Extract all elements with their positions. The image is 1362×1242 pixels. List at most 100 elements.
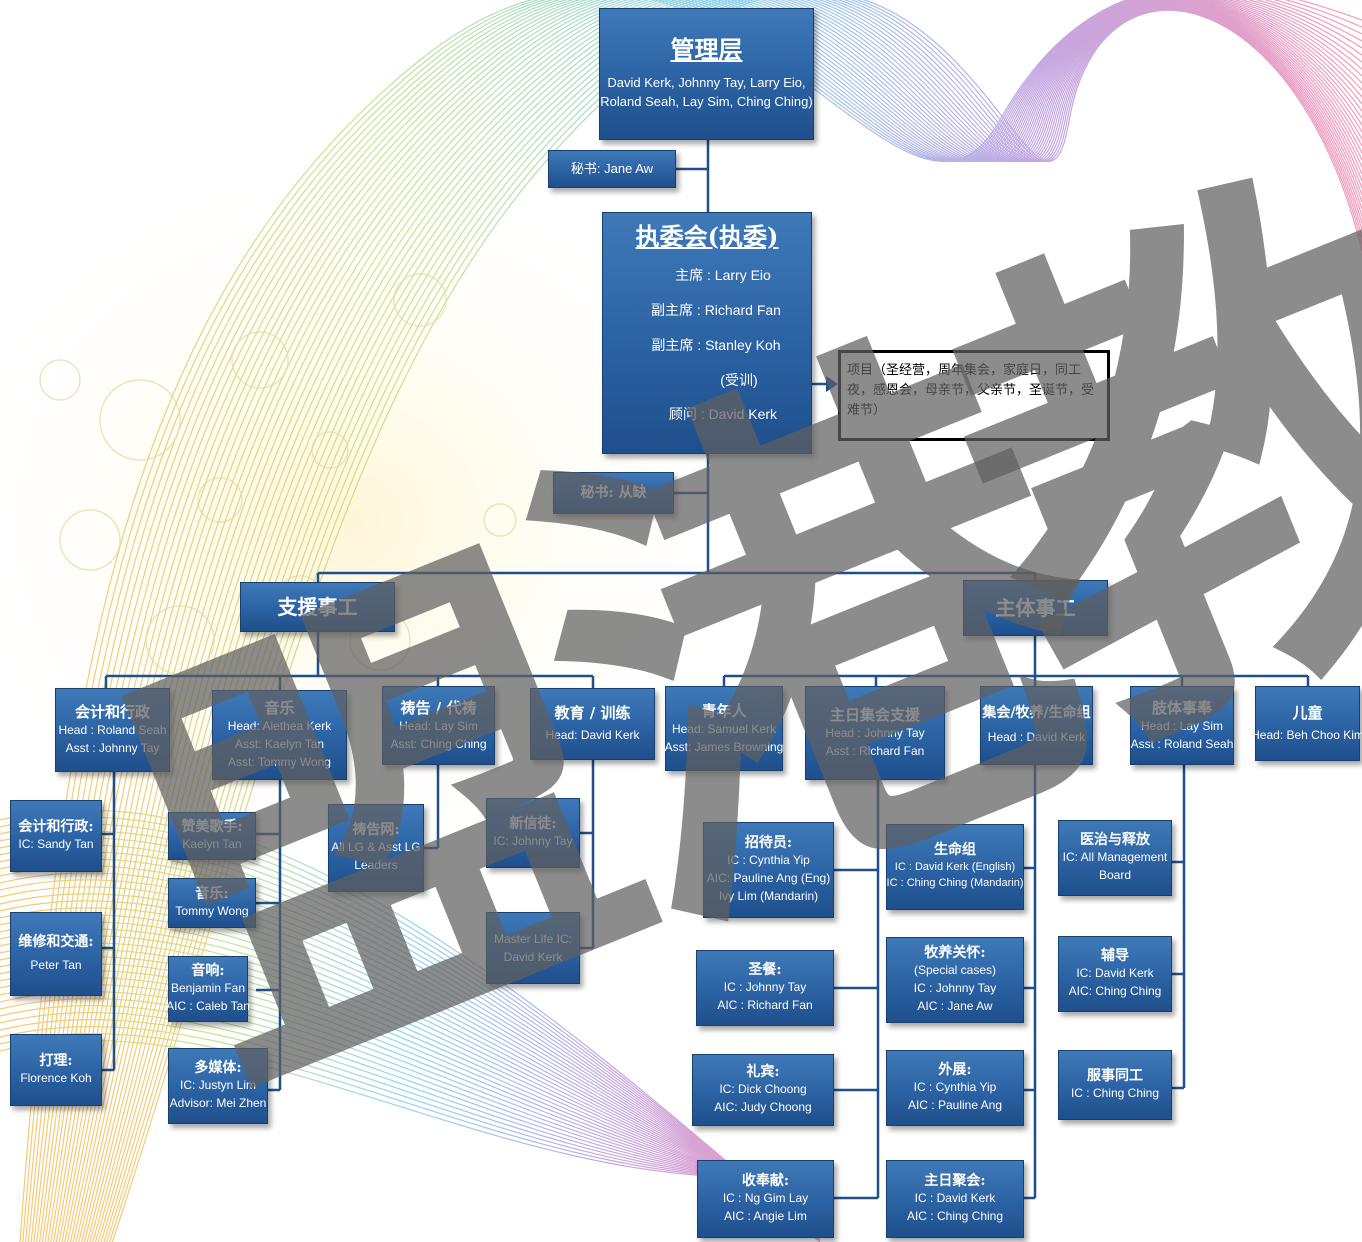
dept-line: Head: Beh Choo Kim xyxy=(1251,727,1362,742)
sub-title: 牧养关怀: xyxy=(924,944,986,961)
connector-edu-subs xyxy=(580,760,595,950)
dept-line: Asst: Kaelyn Tan xyxy=(234,737,325,751)
dept-youth[interactable]: 青年人 Head: Samuel Kerk Asst: James Browni… xyxy=(665,686,783,771)
sub-maintenance-transport[interactable]: 维修和交通: Peter Tan xyxy=(10,912,102,996)
sub-line: Ivy Lim (Mandarin) xyxy=(718,889,819,904)
dept-line: Head: Samuel Kerk xyxy=(671,721,777,736)
sub-prayer-network[interactable]: 祷告网: All LG & Asst LG Leaders xyxy=(328,804,424,892)
sub-line: Kaelyn Tan xyxy=(182,837,242,852)
sub-title: 音响: xyxy=(191,962,225,979)
dept-accounting-admin[interactable]: 会计和行政 Head : Roland Seah Asst : Johnny T… xyxy=(55,688,170,772)
dept-education[interactable]: 教育 / 训练 Head: David Kerk xyxy=(530,688,655,760)
dept-title: 集会/牧养/生命组 xyxy=(982,705,1091,722)
decorative-bubble xyxy=(39,359,81,401)
decorative-wave-line xyxy=(0,991,821,1188)
management-box[interactable]: 管理层 David Kerk, Johnny Tay, Larry Eio, R… xyxy=(599,8,814,140)
connector-music-subs xyxy=(256,780,282,1092)
sub-line: IC: Justyn Lim xyxy=(179,1078,257,1093)
decorative-wave-line xyxy=(0,844,821,1232)
support-ministry-box[interactable]: 支援事工 xyxy=(240,582,395,632)
arrow-head-icon xyxy=(826,376,838,392)
sub-ushers[interactable]: 招待员: IC : Cynthia Yip AIC: Pauline Ang (… xyxy=(703,822,834,918)
sub-line: IC : David Kerk xyxy=(914,1191,996,1206)
sub-new-believers[interactable]: 新信徒: IC: Johnny Tay xyxy=(486,798,580,868)
dept-sunday-support[interactable]: 主日集会支援 Head : Johnny Tay Asst : Richard … xyxy=(805,686,945,780)
secretary-exco-box[interactable]: 秘书: 从缺 xyxy=(553,472,674,514)
sub-title: 医治与释放 xyxy=(1080,831,1150,848)
sub-accounting-admin[interactable]: 会计和行政: IC: Sandy Tan xyxy=(10,800,102,872)
decorative-wave-line xyxy=(0,935,821,1205)
decorative-bubble xyxy=(197,477,243,523)
sub-sound[interactable]: 音响: Benjamin Fan AIC : Caleb Tan xyxy=(166,956,250,1022)
sub-sunday-gathering[interactable]: 主日聚会: IC : David Kerk AIC : Ching Ching xyxy=(886,1160,1024,1238)
sub-music[interactable]: 音乐: Tommy Wong xyxy=(168,878,256,928)
sub-title: 服事同工 xyxy=(1087,1067,1143,1084)
sub-healing-deliverance[interactable]: 医治与释放 IC: All Management Board xyxy=(1058,820,1172,896)
decorative-wave-line xyxy=(0,1026,821,1179)
sub-communion[interactable]: 圣餐: IC : Johnny Tay AIC : Richard Fan xyxy=(696,950,834,1026)
sub-line: Florence Koh xyxy=(20,1071,92,1086)
sub-pastoral-care[interactable]: 牧养关怀: (Special cases) IC : Johnny Tay AI… xyxy=(886,937,1024,1023)
sub-multimedia[interactable]: 多媒体: IC: Justyn Lim Advisor: Mei Zhen xyxy=(168,1048,268,1124)
secretary-management-label: 秘书: Jane Aw xyxy=(570,161,654,177)
decorative-wave-line xyxy=(0,956,821,1199)
sub-praise-singers[interactable]: 赞美歌手: Kaelyn Tan xyxy=(168,812,256,860)
exco-title: 执委会(执委) xyxy=(635,222,779,251)
decorative-wave-line xyxy=(0,1040,821,1178)
exco-row: 顾问 : David Kerk xyxy=(668,405,778,423)
decorative-wave-line xyxy=(0,872,821,1224)
main-ministry-title: 主体事工 xyxy=(995,596,1076,620)
sub-line: IC: Johnny Tay xyxy=(493,834,573,849)
connector-support-bus xyxy=(104,632,595,690)
dept-cell-group[interactable]: 集会/牧养/生命组 Head : David Kerk xyxy=(980,686,1093,765)
dept-title: 会计和行政 xyxy=(74,703,150,721)
dept-line: Asst : Richard Fan xyxy=(825,744,925,758)
sub-counselling[interactable]: 辅导 IC: David Kerk AIC: Ching Ching xyxy=(1058,936,1172,1012)
sub-line: David Kerk xyxy=(503,950,563,964)
decorative-wave-line xyxy=(0,1033,821,1179)
decorative-wave-line xyxy=(0,928,821,1207)
sub-hospitality[interactable]: 礼宾: IC: Dick Choong AIC: Judy Choong xyxy=(692,1054,834,1126)
sub-life-group[interactable]: 生命组 IC : David Kerk (English) IC : Ching… xyxy=(886,824,1024,910)
dept-member-service[interactable]: 肢体事奉 Head : Lay Sim Asst : Roland Seah xyxy=(1130,686,1234,765)
sub-title: 音乐: xyxy=(195,885,229,902)
sub-line: Advisor: Mei Zhen xyxy=(169,1096,267,1111)
dept-line: Head : Lay Sim xyxy=(1140,718,1224,733)
sub-title: 圣餐: xyxy=(748,961,782,978)
sub-line: IC : Ching Ching (Mandarin) xyxy=(886,877,1024,890)
sub-line: IC : Johnny Tay xyxy=(723,980,807,995)
decorative-bubble xyxy=(393,273,447,327)
decorative-wave-line xyxy=(0,865,821,1226)
sub-line: AIC: Pauline Ang (Eng) xyxy=(706,871,831,886)
sub-housekeeping[interactable]: 打理: Florence Koh xyxy=(10,1034,102,1106)
main-ministry-box[interactable]: 主体事工 xyxy=(963,580,1108,636)
secretary-management-box[interactable]: 秘书: Jane Aw xyxy=(548,150,676,188)
projects-note: 项目（圣经营，周年集会，家庭日，同工夜，感恩会，母亲节，父亲节，圣诞节，受难节） xyxy=(838,350,1110,441)
dept-prayer[interactable]: 祷告 / 代祷 Head: Lay Sim Asst: Ching Ching xyxy=(382,686,495,765)
sub-line: IC : Cynthia Yip xyxy=(727,853,810,868)
decorative-wave-line xyxy=(0,907,821,1214)
sub-outreach[interactable]: 外展: IC : Cynthia Yip AIC : Pauline Ang xyxy=(886,1050,1024,1126)
sub-title: 祷告网: xyxy=(352,821,400,838)
decorative-wave-line xyxy=(0,970,821,1195)
decorative-wave-line xyxy=(0,809,821,1242)
sub-offering[interactable]: 收奉献: IC : Ng Gim Lay AIC : Angie Lim xyxy=(697,1160,834,1238)
sub-line: Peter Tan xyxy=(30,958,82,973)
dept-line: Head : Johnny Tay xyxy=(825,726,925,740)
decorative-wave-line xyxy=(0,963,821,1197)
sub-ministry-workers[interactable]: 服事同工 IC : Ching Ching xyxy=(1058,1050,1172,1120)
sub-line: AIC : Pauline Ang xyxy=(907,1098,1003,1113)
exco-box[interactable]: 执委会(执委) 主席 : Larry Eio 副主席 : Richard Fan… xyxy=(602,212,812,454)
sub-line: AIC : Caleb Tan xyxy=(166,999,250,1014)
decorative-wave-line xyxy=(0,984,821,1191)
dept-title: 音乐 xyxy=(264,699,295,717)
sub-title: 新信徒: xyxy=(509,815,557,832)
sub-title: 收奉献: xyxy=(741,1172,790,1189)
decorative-wave-line xyxy=(0,837,821,1235)
dept-music[interactable]: 音乐 Head: Alethea Kerk Asst: Kaelyn Tan A… xyxy=(212,690,347,780)
sub-master-life[interactable]: Master Life IC: David Kerk xyxy=(486,912,580,984)
dept-children[interactable]: 儿童 Head: Beh Choo Kim xyxy=(1251,686,1362,761)
dept-line: Head: David Kerk xyxy=(545,728,640,742)
dept-line: Head: Lay Sim xyxy=(399,718,478,733)
decorative-wave-line xyxy=(0,921,821,1209)
